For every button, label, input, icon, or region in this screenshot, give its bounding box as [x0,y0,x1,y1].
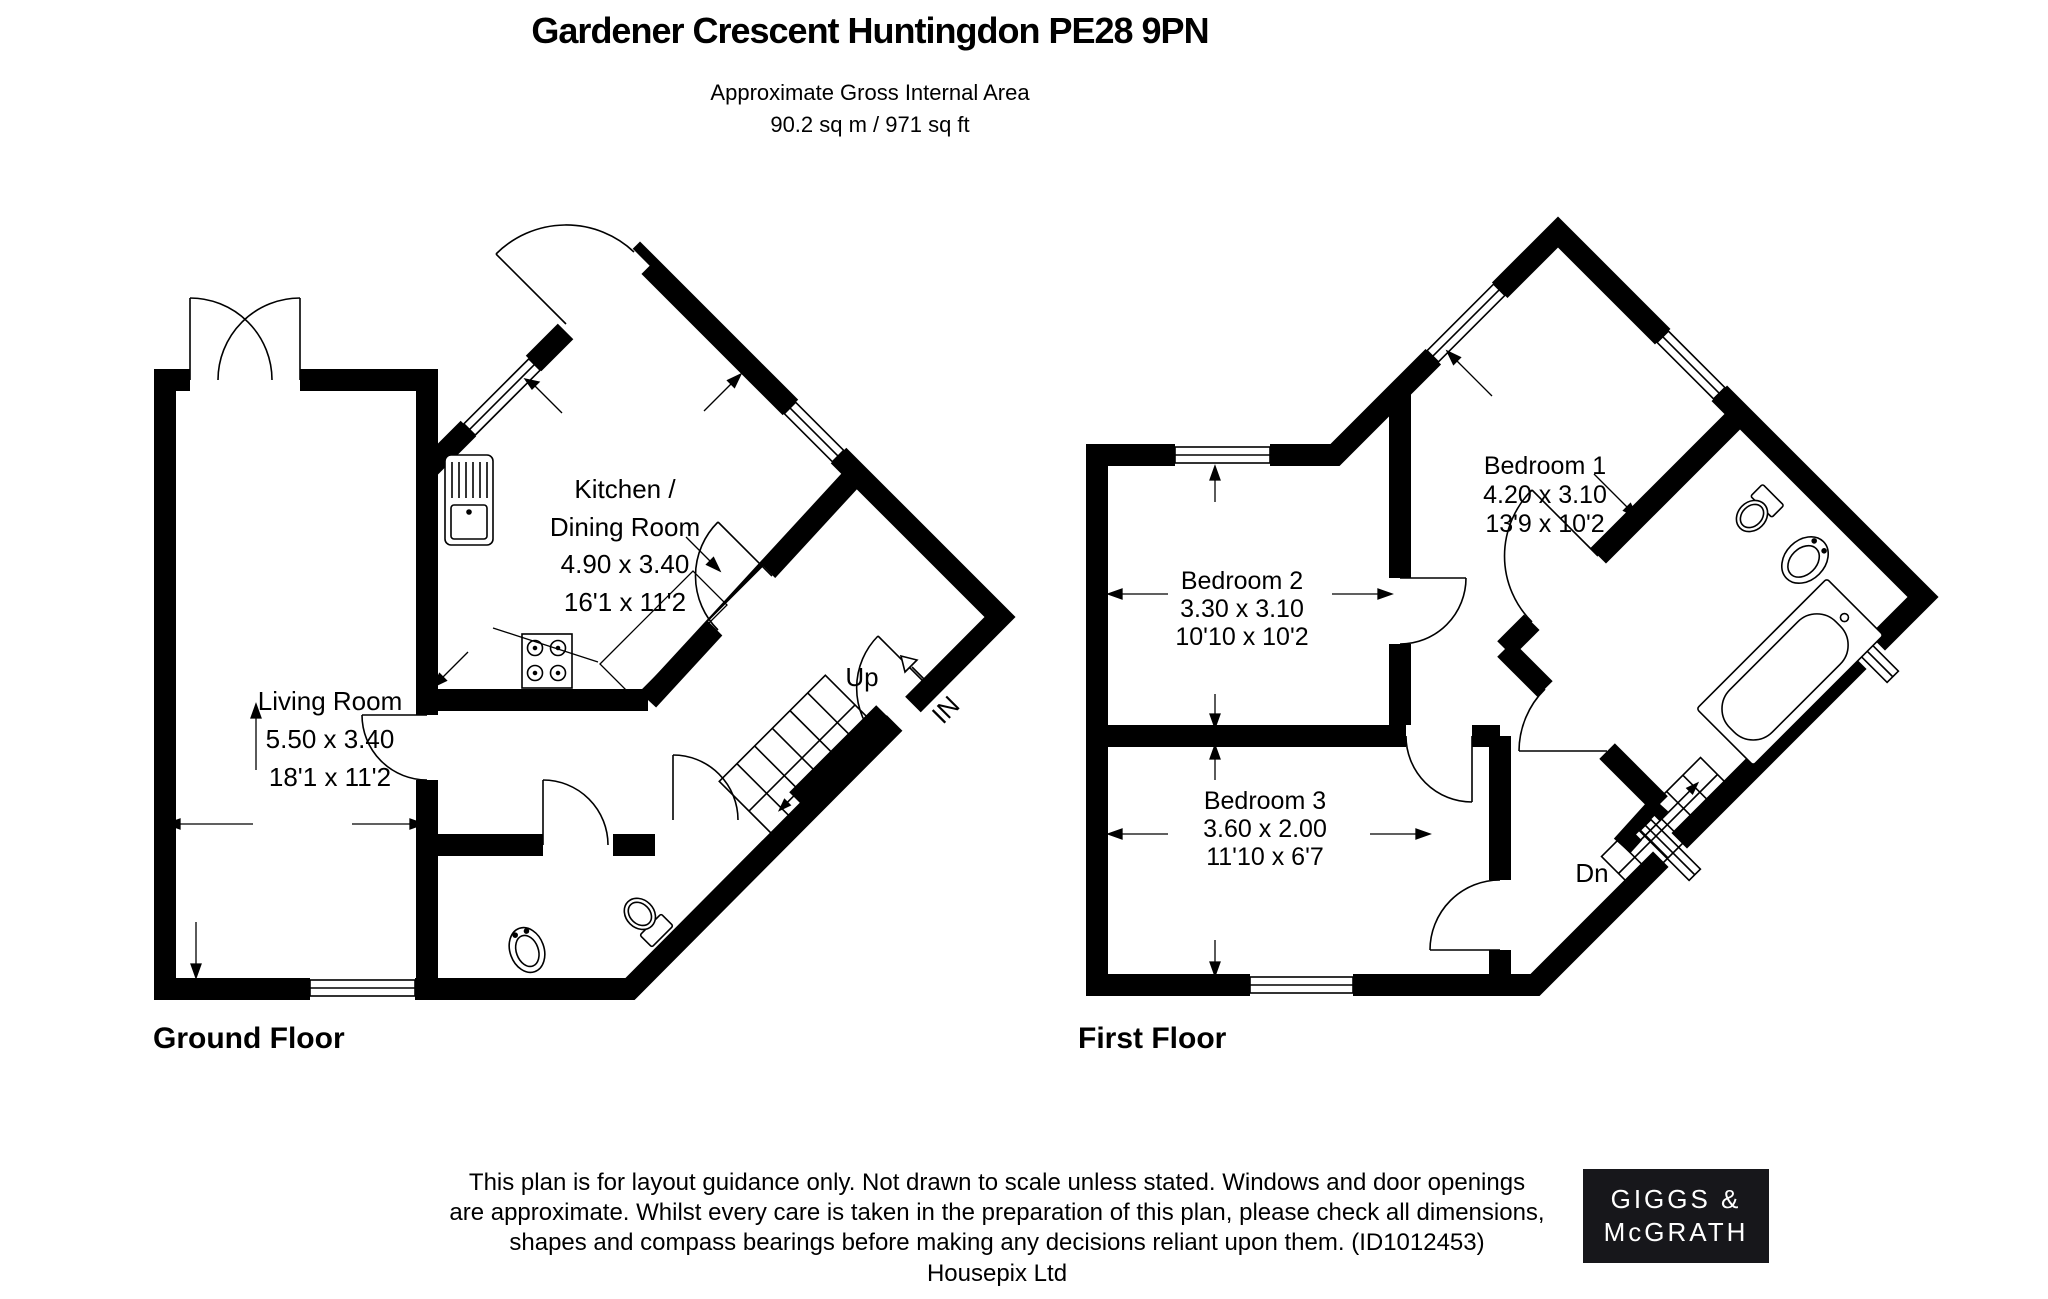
bedroom2-metric: 3.30 x 3.10 [1180,595,1304,623]
bedroom1-window-right-icon [1655,329,1727,401]
first-floor-label: First Floor [1078,1022,1227,1055]
stove-icon [521,633,573,689]
bedroom3-window-icon [1249,976,1354,994]
agency-logo: GIGGS & McGRATH [1583,1169,1769,1263]
ground-interior-walls [416,380,892,988]
first-dimension-arrows [1106,349,1639,978]
logo-line2: McGRATH [1603,1217,1749,1247]
title-block: Gardener Crescent Huntingdon PE28 9PN Ap… [0,0,1740,138]
bedroom1-metric: 4.20 x 3.10 [1483,481,1607,509]
kitchen-sink-icon [444,454,494,546]
bedroom3-imperial: 11'10 x 6'7 [1206,843,1324,871]
ground-floor-plan: Living Room 5.50 x 3.40 18'1 x 11'2 Kitc… [153,224,1016,1055]
toilet-icon [623,897,674,948]
area-value: 90.2 sq m / 971 sq ft [770,112,970,137]
bedroom1-name: Bedroom 1 [1484,452,1606,480]
disclaimer-line3: shapes and compass bearings before makin… [509,1229,1485,1256]
stairwell-window-icon [1638,818,1702,882]
bedroom1-imperial: 13'9 x 10'2 [1485,510,1604,538]
kitchen-imperial: 16'1 x 11'2 [564,587,686,617]
stairs-down-label: Dn [1575,858,1608,888]
disclaimer-line1: This plan is for layout guidance only. N… [468,1169,1526,1196]
ground-doors [361,224,931,846]
first-floor-plan: Bedroom 1 4.20 x 3.10 13'9 x 10'2 Bedroo… [1078,216,1939,1055]
area-caption: Approximate Gross Internal Area [710,80,1030,105]
logo-line1: GIGGS & [1610,1184,1742,1214]
stairs-down-icon [1600,756,1736,892]
bedroom1-window-left-icon [1425,282,1507,364]
kitchen-name-line1: Kitchen / [574,474,676,504]
bedroom3-name: Bedroom 3 [1204,787,1326,815]
ground-exterior-walls [154,241,1016,1000]
page-title: Gardener Crescent Huntingdon PE28 9PN [531,10,1209,51]
ground-windows [309,357,845,997]
disclaimer-line2: are approximate. Whilst every care is ta… [449,1199,1545,1226]
living-room-metric: 5.50 x 3.40 [266,724,395,754]
ground-dimension-arrows [164,372,743,980]
kitchen-name-line2: Dining Room [550,512,700,542]
basin2-icon [1781,536,1829,584]
living-room-imperial: 18'1 x 11'2 [269,762,391,792]
living-room-window-icon [309,979,416,997]
disclaimer: This plan is for layout guidance only. N… [200,1168,1794,1289]
bath-icon [1697,579,1883,765]
entrance-in-arrow-icon [899,654,937,692]
first-exterior-walls [1086,216,1939,996]
first-windows [1174,282,1900,994]
ground-floor-label: Ground Floor [153,1022,345,1055]
kitchen-window2-icon [783,401,845,463]
bedroom3-metric: 3.60 x 2.00 [1203,815,1327,843]
french-doors-icon [189,297,301,381]
toilet2-icon [1735,484,1784,533]
bedroom2-window-icon [1174,446,1271,464]
kitchen-window-icon [462,357,542,437]
kitchen-worktop [492,570,728,699]
kitchen-metric: 4.90 x 3.40 [561,549,690,579]
first-doors [1399,489,1607,951]
bedroom2-imperial: 10'10 x 10'2 [1175,623,1308,651]
stairs-up-icon [718,674,886,842]
basin-icon [508,926,546,974]
living-room-name: Living Room [258,686,403,716]
credit-line: Housepix Ltd [926,1260,1068,1287]
stairs-up-label: Up [845,662,878,692]
bedroom2-name: Bedroom 2 [1181,567,1303,595]
